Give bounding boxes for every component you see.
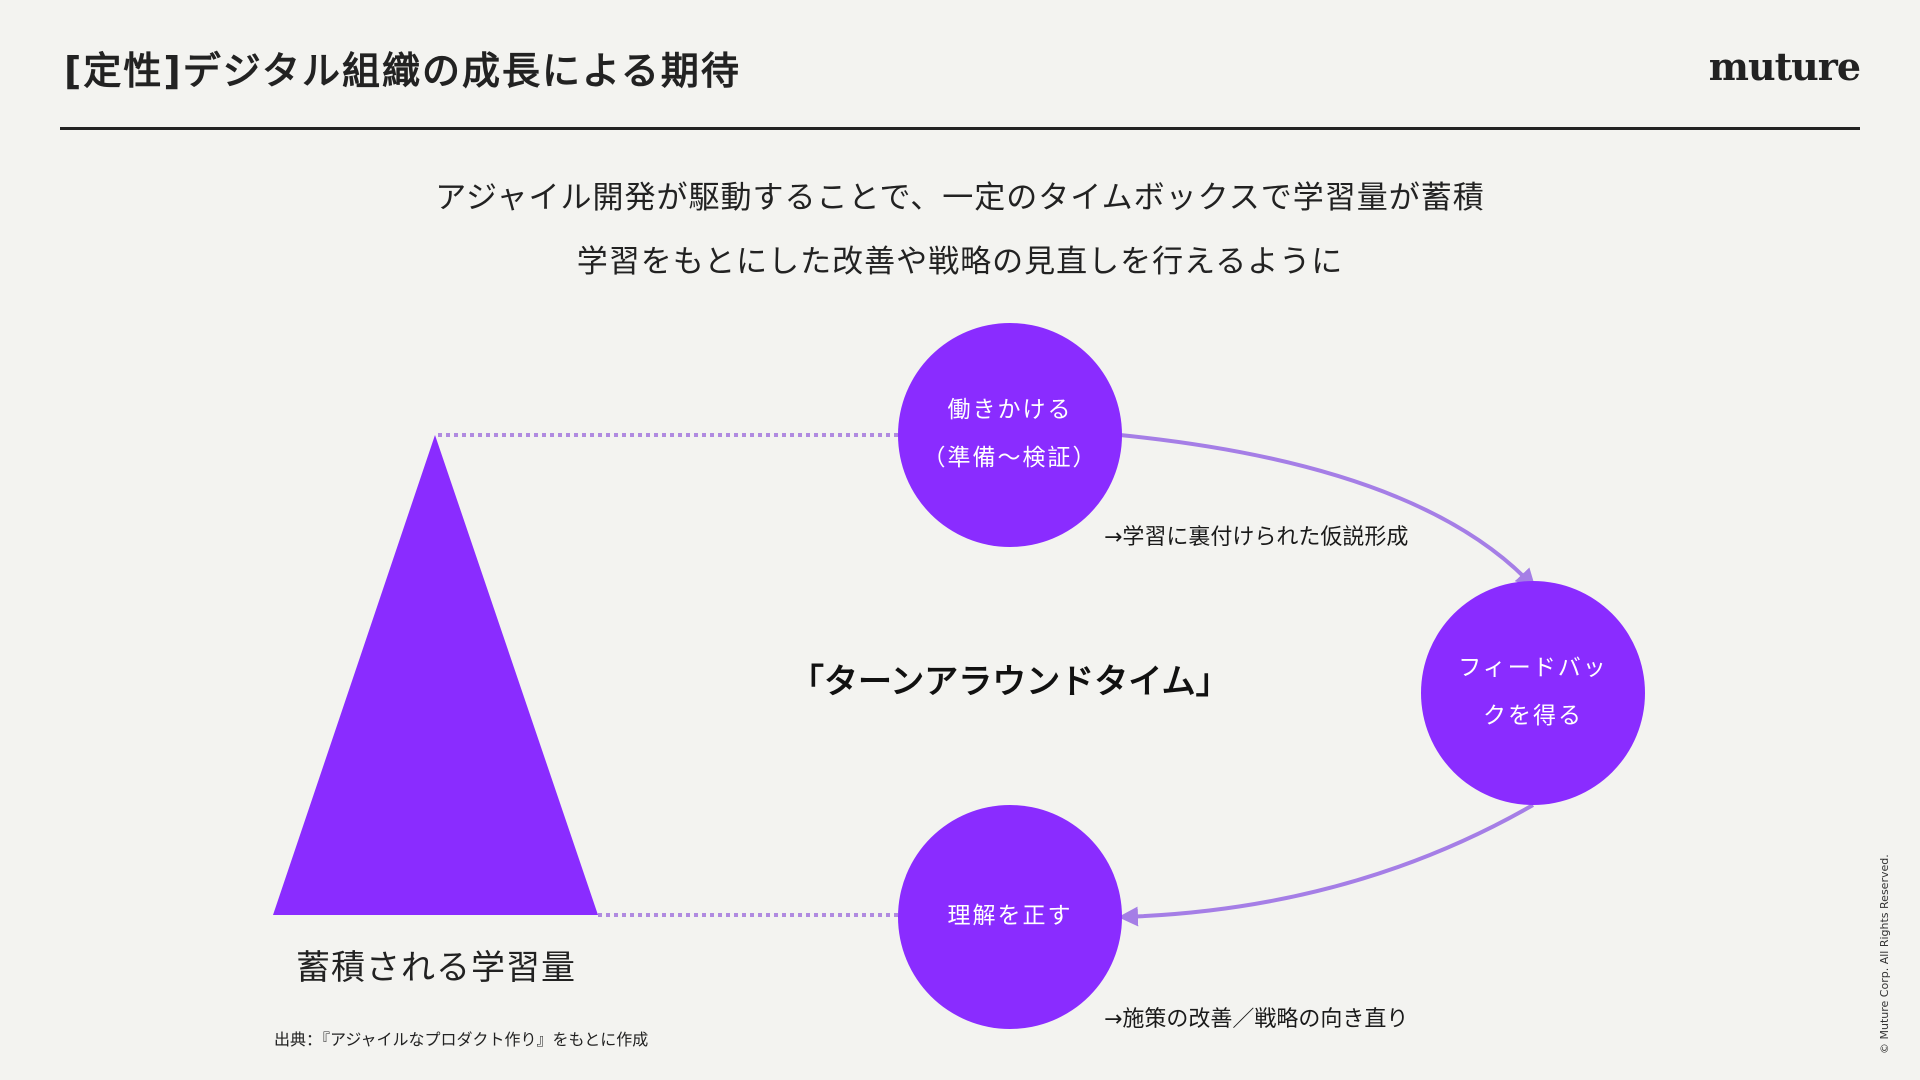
node-act-circle: [898, 323, 1122, 547]
node-correct-line-1: 理解を正す: [947, 903, 1073, 929]
node-act-line-1: 働きかける: [947, 397, 1073, 423]
slide-title: [定性]デジタル組織の成長による期待: [64, 49, 741, 93]
turnaround-time-label: 「ターンアラウンドタイム」: [790, 662, 1230, 702]
node-correct-circle: [898, 805, 1122, 1029]
node-feedback-line-1: フィードバッ: [1458, 655, 1608, 681]
annotation-hypothesis: →学習に裏付けられた仮説形成: [1104, 525, 1409, 550]
arrow-feedback-to-correct: [1118, 803, 1534, 927]
node-act-label: 働きかける （準備〜検証）: [898, 386, 1122, 482]
node-correct-label: 理解を正す: [898, 892, 1122, 940]
subtitle-line-1: アジャイル開発が駆動することで、一定のタイムボックスで学習量が蓄積: [435, 180, 1485, 216]
muture-logo: muture: [1708, 44, 1861, 89]
subtitle-line-2: 学習をもとにした改善や戦略の見直しを行えるように: [576, 244, 1344, 280]
node-feedback-label: フィードバッ クを得る: [1421, 644, 1645, 740]
copyright-notice: © Muture Corp. All Rights Reserved.: [1878, 854, 1891, 1054]
learning-triangle: [273, 435, 598, 915]
annotation-improve: →施策の改善／戦略の向き直り: [1104, 1007, 1409, 1032]
header-divider: [60, 127, 1860, 130]
node-feedback-circle: [1421, 581, 1645, 805]
node-feedback-line-2: クを得る: [1483, 703, 1583, 729]
accumulated-learning-caption: 蓄積される学習量: [296, 948, 576, 988]
arrow-act-to-feedback: [1119, 433, 1536, 589]
node-act-line-2: （準備〜検証）: [922, 445, 1098, 471]
source-note: 出典：『アジャイルなプロダクト作り』をもとに作成: [274, 1030, 649, 1049]
